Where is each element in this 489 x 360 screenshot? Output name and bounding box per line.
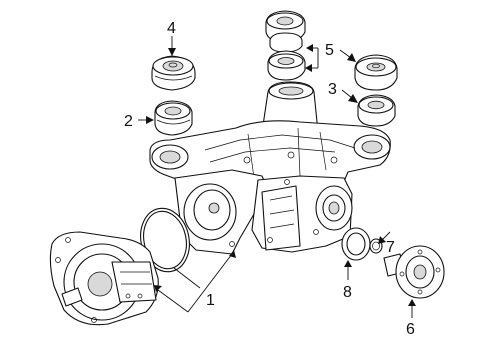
- callout-7: 7: [386, 239, 395, 256]
- callout-3: 3: [328, 81, 337, 98]
- part-2-mount: [154, 100, 193, 136]
- callout-5: 5: [325, 42, 334, 59]
- o-ring: [140, 207, 190, 273]
- pump-assembly: [49, 231, 159, 326]
- callout-6: 6: [406, 321, 415, 338]
- differential-housing: [149, 81, 391, 255]
- part-4-mount: [151, 55, 196, 91]
- part-5-mount-right: [354, 54, 398, 91]
- callout-4: 4: [167, 20, 176, 37]
- part-6-flange: [383, 245, 445, 299]
- callout-8: 8: [343, 284, 352, 301]
- part-8-seal: [341, 227, 371, 261]
- callout-2: 2: [124, 113, 133, 130]
- callout-1: 1: [206, 292, 215, 309]
- part-5-mount-upper: [265, 10, 306, 53]
- part-5-mount-lower: [267, 50, 306, 81]
- part-3-mount: [357, 94, 396, 127]
